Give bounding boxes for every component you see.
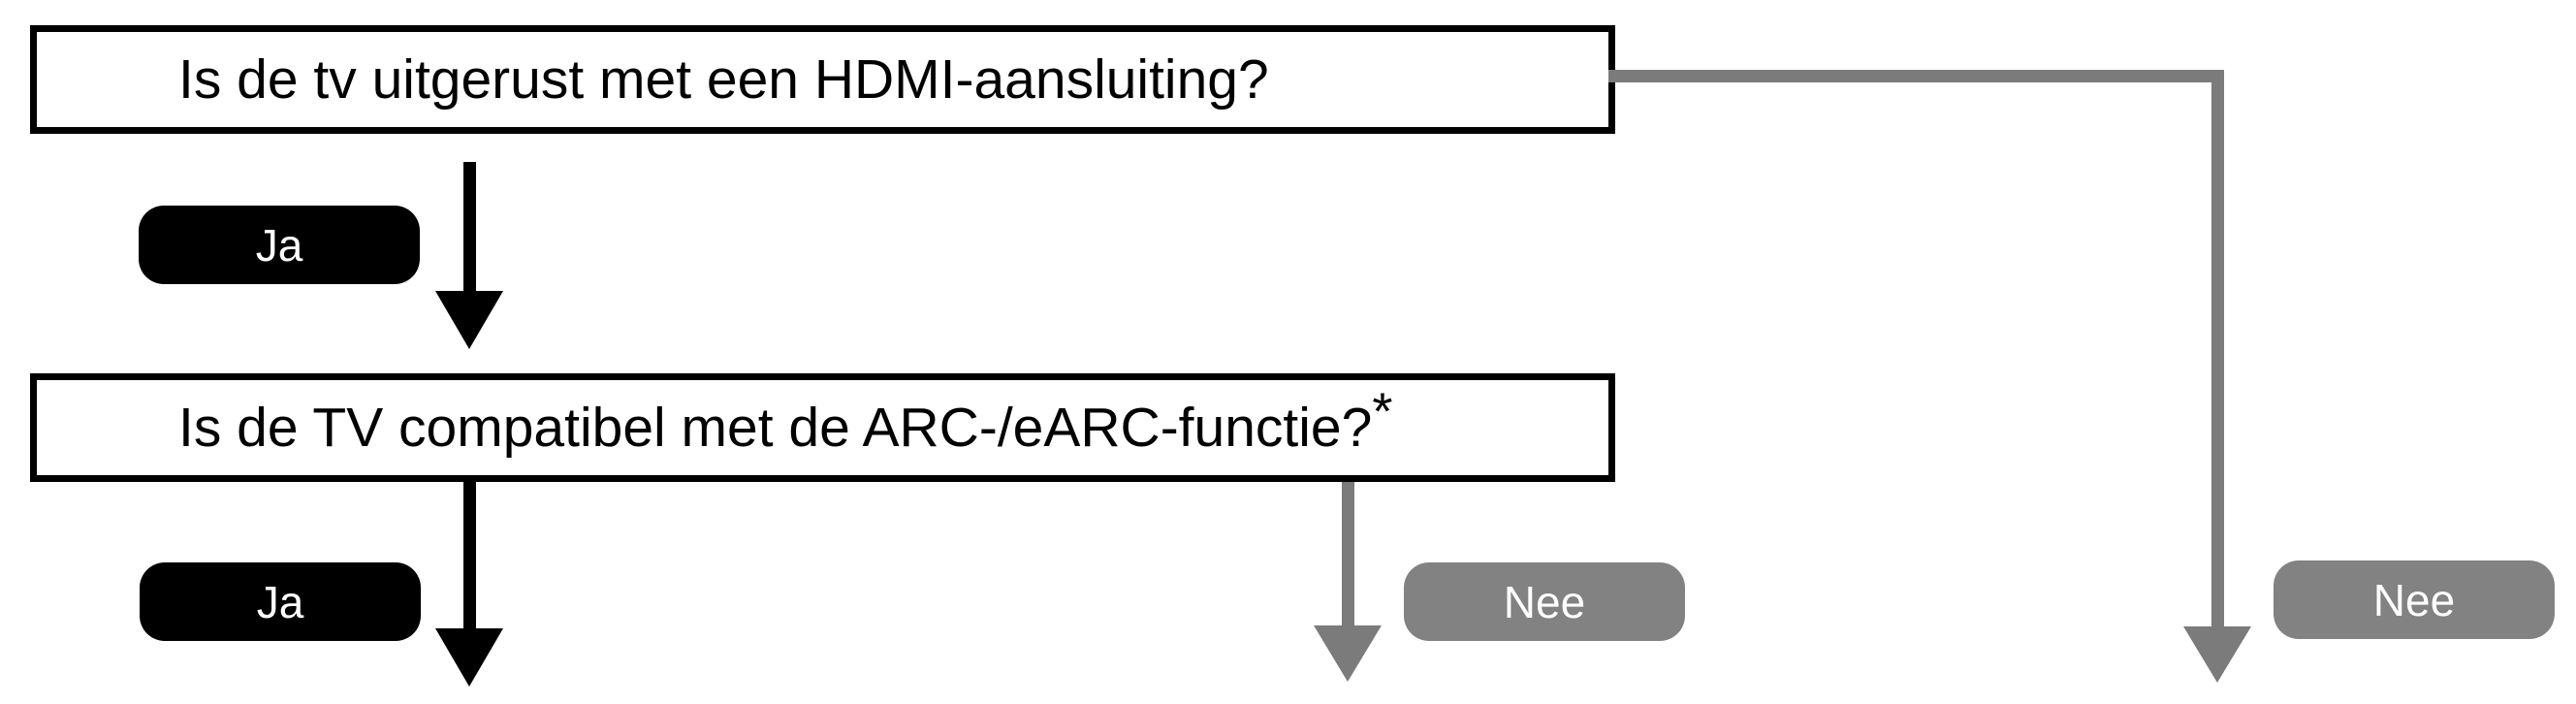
no-badge-label: Nee (2372, 574, 2456, 625)
question-text-arc-earc: Is de TV compatibel met de ARC-/eARC-fun… (178, 397, 1373, 459)
no-badge-label: Nee (1503, 576, 1586, 627)
down-arrow-no-mid-shaft (1342, 482, 1354, 627)
question-text-hdmi: Is de tv uitgerust met een HDMI-aansluit… (178, 48, 1269, 111)
yes-badge-1: Ja (139, 206, 420, 284)
no-badge-arc-branch: Nee (1404, 562, 1685, 641)
down-arrow-yes-1-shaft (463, 162, 476, 293)
question-line: Is de tv uitgerust met een HDMI-aansluit… (178, 32, 1608, 127)
question-line: Is de TV compatibel met de ARC-/eARC-fun… (178, 380, 1608, 475)
no-branch-elbow-vertical-line (2211, 70, 2224, 628)
no-badge-hdmi-branch: Nee (2274, 560, 2555, 639)
yes-badge-2: Ja (140, 562, 421, 641)
down-arrow-no-mid-head (1314, 625, 1382, 682)
down-arrow-yes-1-head (435, 291, 503, 349)
footnote-asterisk-marker: * (1372, 382, 1393, 441)
yes-badge-label: Ja (256, 576, 304, 627)
no-branch-elbow-horizontal-line (1608, 70, 2224, 82)
down-arrow-yes-2-shaft (463, 482, 476, 630)
question-box-hdmi: Is de tv uitgerust met een HDMI-aansluit… (30, 25, 1615, 134)
down-arrow-no-right-head (2183, 626, 2251, 683)
yes-badge-label: Ja (255, 219, 303, 271)
question-box-arc-earc: Is de TV compatibel met de ARC-/eARC-fun… (30, 373, 1615, 482)
down-arrow-yes-2-head (435, 628, 503, 687)
